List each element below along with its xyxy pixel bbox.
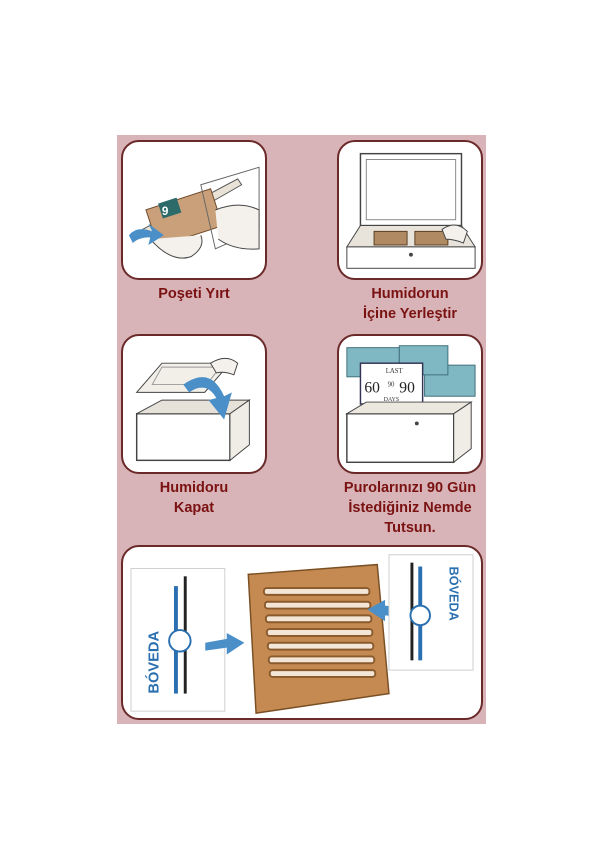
calendar-icon	[359, 362, 424, 405]
step-1-illustration: 9	[121, 140, 267, 280]
packet-label: 9	[162, 205, 169, 218]
step-2-caption-line-1: Humidorun	[371, 286, 449, 302]
close-arrow-icon	[183, 377, 232, 420]
tear-pouch-illustration: 9	[128, 166, 260, 259]
step-4-caption-line-3: Tutsun.	[384, 520, 436, 536]
step-2-caption: Humidorun İçine Yerleştir	[330, 284, 490, 324]
step-1-caption: Poşeti Yırt	[121, 284, 267, 304]
step-3-caption-line-2: Kapat	[173, 500, 215, 516]
wooden-holder	[247, 563, 390, 714]
calendar-mid-text: 90	[388, 382, 395, 389]
right-packet-image	[388, 554, 474, 671]
close-humidor-illustration	[135, 357, 251, 462]
step-4-illustration: LAST 60 90 90 DAYS	[337, 334, 483, 474]
calendar-bottom-text: DAYS	[384, 397, 399, 403]
right-packet-brand: BÓVEDA	[447, 567, 462, 621]
step-3-caption-line-1: Humidoru	[159, 480, 229, 496]
calendar-left-number: 60	[364, 379, 380, 396]
left-packet-brand: BÓVEDA	[144, 631, 162, 694]
tear-arrow-icon	[128, 223, 164, 245]
ninety-days-illustration: LAST 60 90 90 DAYS	[345, 345, 476, 464]
boveda-holder-illustration: BÓVEDA BÓVEDA	[130, 554, 474, 714]
left-insert-arrow-icon	[205, 632, 245, 655]
step-3-caption: Humidoru Kapat	[121, 478, 267, 518]
step-4-caption-line-1: Purolarınızı 90 Gün	[343, 480, 477, 496]
open-humidor-illustration	[345, 152, 476, 269]
step-4-caption-line-2: İstediğiniz Nemde	[348, 500, 472, 516]
step-2-caption-line-2: İçine Yerleştir	[362, 306, 458, 322]
calendar-right-number: 90	[399, 379, 415, 396]
step-4-caption: Purolarınızı 90 Gün İstediğiniz Nemde Tu…	[328, 478, 492, 538]
holder-illustration: BÓVEDA BÓVEDA	[121, 545, 483, 720]
step-3-illustration	[121, 334, 267, 474]
step-2-illustration	[337, 140, 483, 280]
step-1-caption-line-1: Poşeti Yırt	[158, 286, 230, 302]
calendar-top-text: LAST	[386, 368, 404, 375]
